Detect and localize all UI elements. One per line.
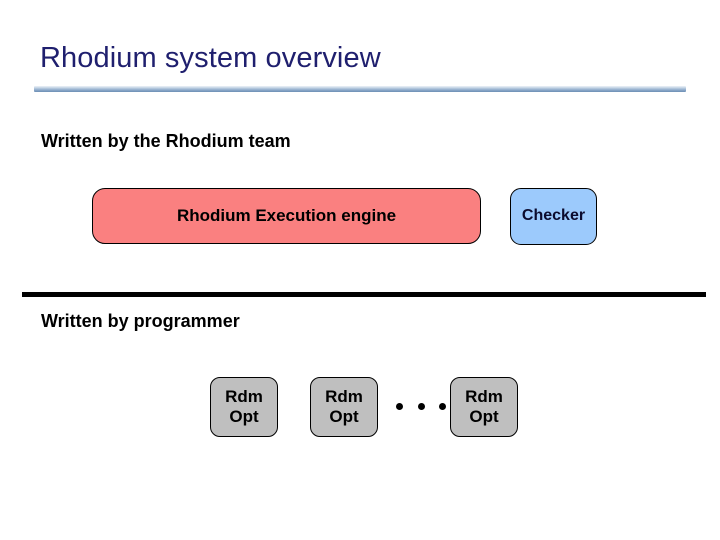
node-rdm-opt-2-line2: Opt <box>329 407 359 426</box>
title-divider <box>34 86 686 92</box>
section-separator <box>22 292 706 297</box>
node-rdm-opt-2-line1: Rdm <box>325 386 363 406</box>
node-rdm-opt-3: Rdm Opt <box>450 377 518 437</box>
ellipsis-dot-3 <box>439 402 446 410</box>
node-checker: Checker <box>510 188 597 245</box>
section-heading-programmer: Written by programmer <box>41 311 240 331</box>
node-rdm-opt-1-line1: Rdm <box>225 386 263 406</box>
node-rdm-opt-1: Rdm Opt <box>210 377 278 437</box>
ellipsis-dot-1 <box>396 402 403 410</box>
section-heading-team: Written by the Rhodium team <box>41 131 291 151</box>
node-rhodium-execution-engine: Rhodium Execution engine <box>92 188 481 244</box>
ellipsis-icon <box>396 390 446 422</box>
page-title: Rhodium system overview <box>40 42 381 74</box>
node-rdm-opt-3-line2: Opt <box>469 407 499 426</box>
node-rdm-opt-2: Rdm Opt <box>310 377 378 437</box>
ellipsis-dot-2 <box>417 402 425 410</box>
node-rdm-opt-3-line1: Rdm <box>465 386 503 406</box>
node-rdm-opt-1-line2: Opt <box>229 407 259 426</box>
